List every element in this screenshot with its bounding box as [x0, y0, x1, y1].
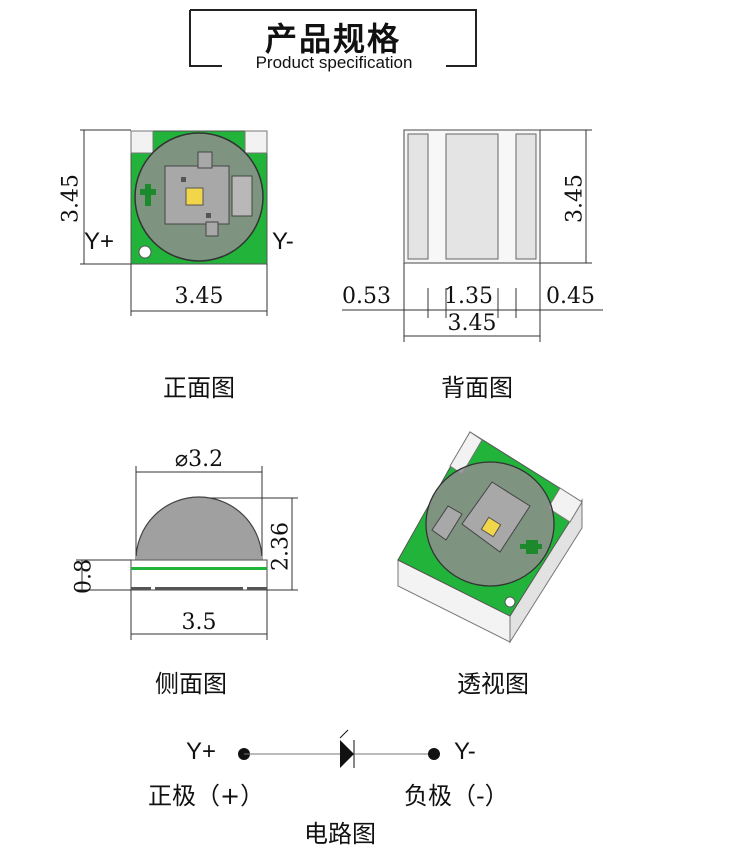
back-pad-left — [407, 133, 429, 260]
perspective-die — [480, 516, 502, 538]
back-pad-right-dim: 0.45 — [546, 284, 595, 309]
side-width-dim: 3.5 — [181, 610, 217, 635]
page-subtitle: Product specification — [255, 53, 413, 72]
back-pad-center — [445, 133, 499, 260]
front-die — [185, 187, 204, 206]
back-pad-center-dim: 1.35 — [444, 284, 493, 309]
circuit-neg-pole: 负极（-） — [404, 782, 509, 810]
perspective-polarity-dot — [504, 596, 516, 608]
circuit-pos-label: Y+ — [186, 738, 217, 765]
back-pad-left-dim: 0.53 — [342, 284, 391, 309]
back-pad-right — [515, 133, 537, 260]
back-width-dim: 3.45 — [447, 311, 497, 336]
circuit-caption: 电路图 — [304, 820, 376, 848]
circuit-neg-node — [428, 748, 440, 760]
circuit-pos-pole: 正极（+） — [148, 782, 265, 810]
diode-symbol — [340, 740, 354, 768]
side-caption: 侧面图 — [155, 670, 227, 698]
back-caption: 背面图 — [441, 374, 513, 402]
perspective-caption: 透视图 — [457, 670, 529, 698]
side-lens — [135, 496, 263, 561]
front-neg-label: Y- — [272, 228, 294, 255]
front-pos-label: Y+ — [84, 228, 115, 255]
front-polarity-dot — [138, 245, 152, 259]
side-diameter-dim: ⌀3.2 — [174, 447, 224, 472]
front-width-dim: 3.45 — [174, 284, 224, 309]
side-base — [130, 559, 268, 591]
circuit-neg-label: Y- — [454, 738, 476, 765]
page-title: 产品规格 — [264, 20, 401, 58]
front-caption: 正面图 — [163, 374, 235, 402]
header-frame — [189, 9, 477, 67]
